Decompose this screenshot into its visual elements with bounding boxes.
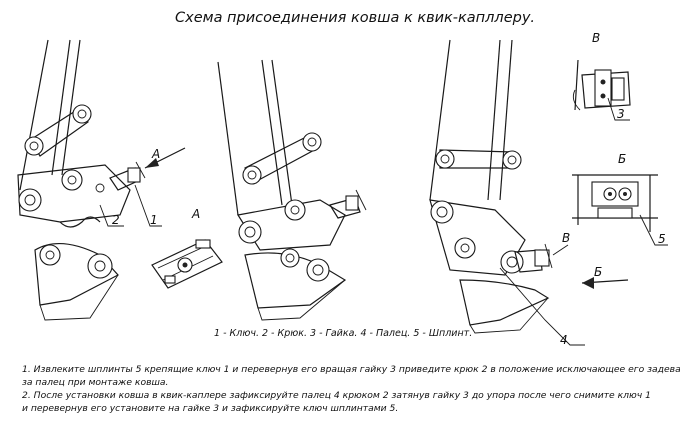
- note-line-3: 2. После установки ковша в квик-каплере …: [22, 390, 651, 401]
- note-line-1: 1. Извлеките шплинты 5 крепящие ключ 1 и…: [22, 364, 680, 375]
- drawing-title: Схема присоединения ковша к квик-капллер…: [175, 10, 535, 26]
- view-v-detail: [572, 59, 631, 111]
- view-a-title: A: [191, 207, 200, 221]
- note-line-2: за палец при монтаже ковша.: [22, 377, 168, 388]
- view-b-detail: [572, 174, 658, 232]
- view-b-arrow-label: Б: [594, 265, 602, 279]
- view-a-arrow-label: A: [151, 147, 160, 161]
- parts-legend: 1 - Ключ. 2 - Крюк. 3 - Гайка. 4 - Палец…: [214, 328, 472, 339]
- figure-2-bucket-hooking: [217, 59, 367, 321]
- view-a-detail: [151, 239, 223, 289]
- callout-5: 5: [658, 232, 666, 246]
- figure-3-bucket-attached: [429, 39, 553, 334]
- callout-4: 4: [560, 333, 568, 347]
- note-line-4: и перевернув его установите на гайке 3 и…: [22, 403, 398, 414]
- figure-1-bucket-detached: [17, 39, 146, 321]
- view-v-title: В: [592, 31, 600, 45]
- callout-1: 1: [150, 213, 158, 227]
- callout-2: 2: [112, 213, 120, 227]
- callout-3: 3: [617, 107, 625, 121]
- view-b-title: Б: [618, 152, 626, 166]
- view-v-callout: В: [562, 231, 570, 245]
